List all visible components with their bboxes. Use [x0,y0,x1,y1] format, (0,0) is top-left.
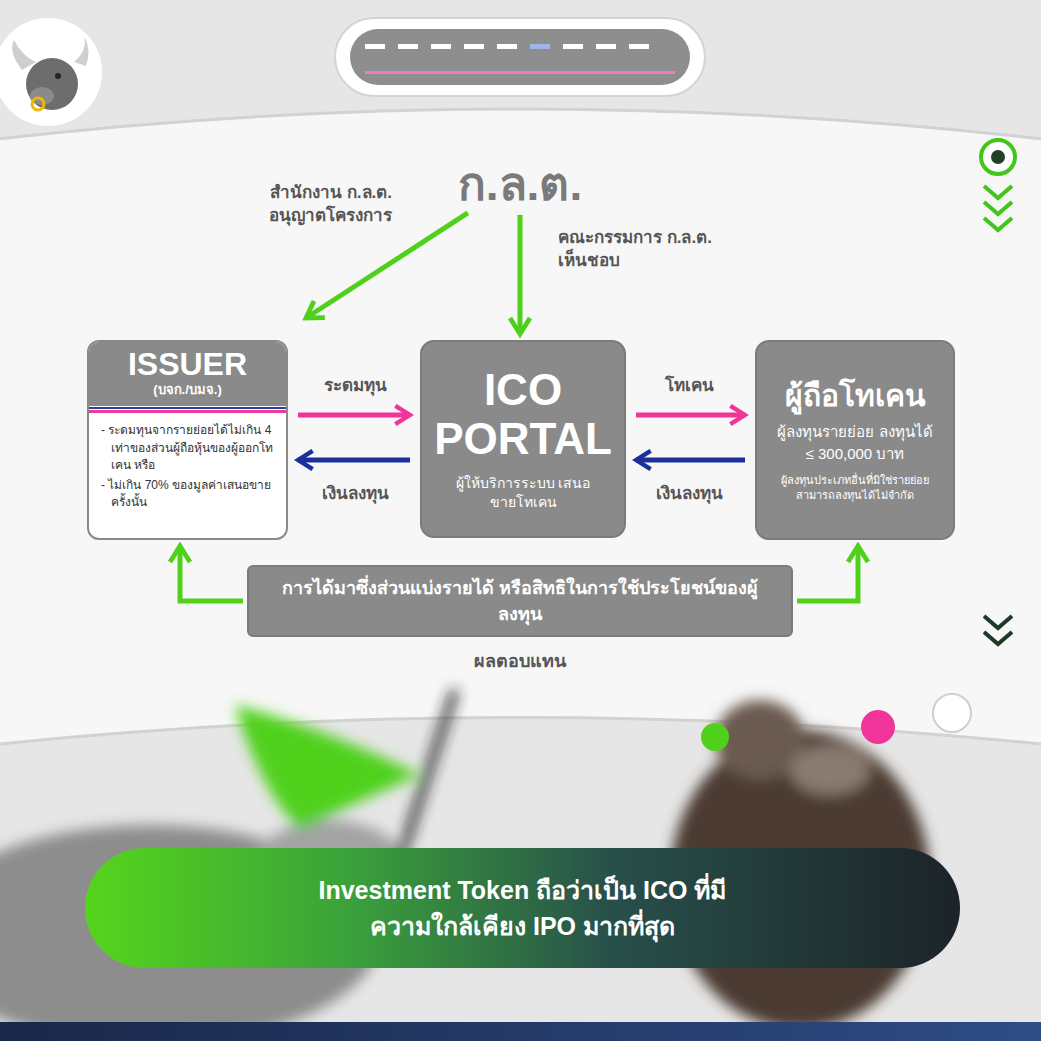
pill-dash [431,44,451,49]
node-heading: ISSUER [95,348,280,382]
flow-arrow [298,413,410,418]
box-content: ผู้ถือโทเคนผู้ลงทุนรายย่อย ลงทุนได้ ≤ 30… [768,376,943,503]
pill-screen [350,29,690,85]
flag-stick [400,690,455,860]
node-heading: ผู้ถือโทเคน [785,376,926,415]
scroll-icons [981,140,1015,644]
green-dot [701,723,729,751]
pill-dash [596,44,616,49]
chevron [984,202,1012,214]
issuer-body: - ระดมทุนจากรายย่อยได้ไม่เกิน 4 เท่าของส… [89,413,286,523]
target-ring [981,140,1015,174]
regulator-heading: ก.ล.ต. [458,158,582,211]
node-heading: ICO PORTAL [430,365,616,464]
white-dot [933,694,971,732]
box-content: ICO PORTAL ผู้ให้บริการระบบ เสนอขายโทเคน [430,365,616,513]
edge-label: โทเคน [662,375,717,398]
pill-dash [563,44,583,49]
pill-dash [629,44,649,49]
chevron [984,632,1012,644]
box-content: การได้มาซึ่งส่วนแบ่งรายได้ หรือสิทธิในกา… [279,575,761,627]
target-center [991,150,1005,164]
node-heading: Investment Token ถือว่าเป็น ICO ที่มีควา… [308,872,738,945]
edge-label: เงินลงทุน [319,483,392,506]
bull-horn [12,40,36,70]
flow-arrow [518,215,523,334]
pill-frame [335,18,705,96]
node-text: ผู้ลงทุนประเภทอื่นที่มิใช่รายย่อย สามารถ… [768,473,943,504]
flow-arrow [636,413,745,418]
node-text: - ไม่เกิน 70% ของมูลค่าเสนอขายครั้งนั้น [101,477,276,512]
screen-panel [0,109,1041,745]
flow-arrow [298,458,410,463]
top-pill [335,18,705,96]
green-flag [235,705,420,830]
node-heading: การได้มาซึ่งส่วนแบ่งรายได้ หรือสิทธิในกา… [279,575,761,627]
node-text: - ระดมทุนจากรายย่อยได้ไม่เกิน 4 เท่าของส… [101,422,276,474]
pill-dash [464,44,484,49]
edge-label: เงินลงทุน [653,483,726,506]
box-content: Investment Token ถือว่าเป็น ICO ที่มีควา… [308,872,738,945]
flow-arrow [306,213,468,318]
buffalo-patch [790,745,870,795]
edge-label: สำนักงาน ก.ล.ต. อนุญาตโครงการ [230,182,395,228]
pill-dash [497,44,517,49]
chevron [984,218,1012,230]
box-content: ก.ล.ต. [458,158,582,211]
bull-horn [74,36,89,66]
node-text: ผู้ให้บริการระบบ เสนอขายโทเคน [448,474,598,513]
flow-arrow [180,546,243,601]
node-text: ผู้ลงทุนรายย่อย ลงทุนได้ ≤ 300,000 บาท [775,421,935,465]
flow-arrow [797,546,858,601]
bull-eye [55,73,61,79]
node-heading: ก.ล.ต. [458,158,582,211]
summary-banner: Investment Token ถือว่าเป็น ICO ที่มีควา… [85,848,960,968]
logo-disc [0,18,102,126]
flow-arrow [636,458,745,463]
chevron [984,186,1012,198]
bull-head [26,58,78,110]
bull-logo [0,18,102,126]
edge-label: คณะกรรมการ ก.ล.ต. เห็นชอบ [555,227,740,273]
pill-dash [398,44,418,49]
holder-box: ผู้ถือโทเคนผู้ลงทุนรายย่อย ลงทุนได้ ≤ 30… [755,340,955,540]
issuer-stripe [89,406,286,413]
node-text: (บจก./บมจ.) [95,382,280,399]
edge-label: ระดมทุน [321,375,390,398]
chevron [984,616,1012,628]
bottom-strip [0,1022,1041,1041]
issuer-box: ISSUER(บจก./บมจ.) - ระดมทุนจากรายย่อยได้ไ… [87,340,288,540]
portal-box: ICO PORTAL ผู้ให้บริการระบบ เสนอขายโทเคน [420,340,626,538]
pill-dash-active [530,44,550,49]
pill-line [365,71,675,74]
pill-dash [365,44,385,49]
return-box: การได้มาซึ่งส่วนแบ่งรายได้ หรือสิทธิในกา… [247,565,793,637]
pink-dot [861,710,895,744]
bull-ring [32,98,44,110]
return-label: ผลตอบแทน [474,650,566,673]
issuer-header: ISSUER(บจก./บมจ.) [89,342,286,406]
